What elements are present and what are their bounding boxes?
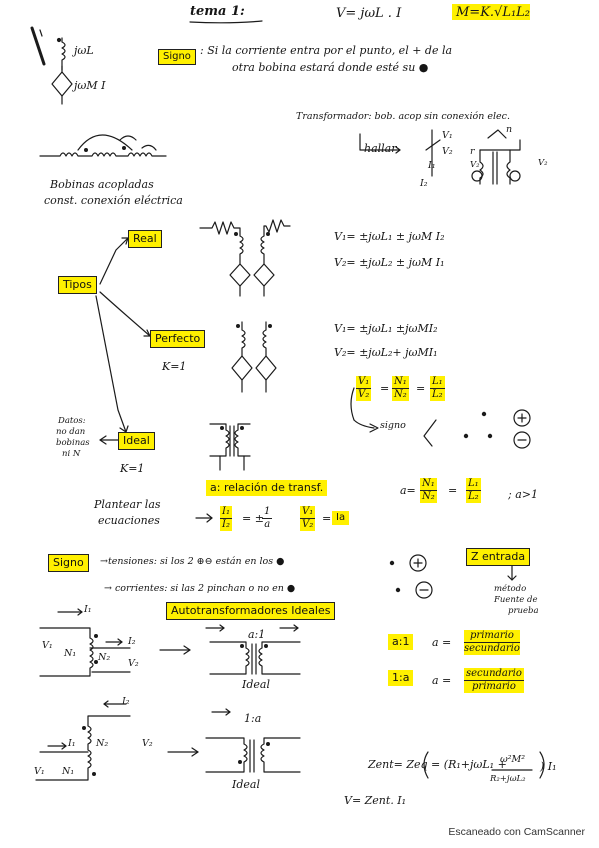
auto1-n2: N₂: [98, 652, 111, 663]
zent-i1: ) I₁: [540, 760, 557, 773]
auto-ideal2: Ideal: [232, 778, 260, 791]
v-eq: V= Zent. I₁: [344, 794, 407, 807]
plantear-line2: ecuaciones: [98, 514, 160, 527]
ideal-highlight: Ideal: [118, 432, 155, 450]
metodo-line1: método: [494, 584, 527, 594]
metodo-line2: Fuente de: [494, 595, 538, 605]
real-eq2: V₂= ±jωL₂ ± jωM I₁: [334, 256, 445, 269]
tr-v2b: V₂: [470, 160, 480, 170]
scanner-watermark: Escaneado con CamScanner: [448, 826, 585, 838]
zent-eq: Zent= Zeq = (R₁+jωL₁ +: [368, 758, 507, 771]
transformador-definition: Transformador: bob. acop sin conexión el…: [296, 111, 510, 122]
auto2-v1: V₁: [34, 766, 45, 777]
header-formula-m: M=K.√L₁L₂: [456, 5, 531, 20]
plantear-line1: Plantear las: [94, 498, 161, 511]
auto2-i2: I₂: [122, 696, 130, 707]
auto-highlight: Autotransformadores Ideales: [166, 602, 336, 620]
signo-highlight: Signo: [158, 49, 196, 65]
zent-m2: ω²M²: [500, 754, 526, 765]
signo-arrow-label: signo: [380, 420, 406, 431]
a1-eq: a =: [432, 636, 452, 649]
auto1-i2: I₂: [128, 636, 136, 647]
label-jwmi: jωM I: [74, 79, 106, 92]
datos-line3: bobinas: [56, 438, 90, 448]
datos-line1: Datos:: [58, 416, 86, 426]
ia-highlight: Ia: [332, 511, 350, 525]
datos-line4: ni N: [62, 449, 81, 459]
bobinas-line1: Bobinas acopladas: [50, 178, 154, 191]
tr-v2: V₂: [442, 146, 453, 157]
relacion-condition: ; a>1: [508, 488, 538, 501]
auto2-i1: I₁: [68, 738, 76, 749]
signo-rule-line1: : Si la corriente entra por el punto, el…: [200, 44, 453, 57]
auto2-n2: N₂: [96, 738, 109, 749]
auto-ratio: a:1: [248, 628, 266, 641]
header-formula-v: V= jωL . I: [336, 6, 402, 21]
tipos-highlight: Tipos: [58, 276, 97, 294]
perfecto-eq1: V₁= ±jωL₁ ±jωMI₂: [334, 322, 438, 335]
auto1-v2: V₂: [128, 658, 139, 669]
a2-eq: a =: [432, 674, 452, 687]
tr-i1: I₁: [428, 160, 436, 171]
perfecto-eq2: V₂= ±jωL₂+ jωMI₁: [334, 346, 438, 359]
auto2-v2: V₂: [142, 738, 153, 749]
metodo-line3: prueba: [508, 606, 539, 616]
page-title: tema 1:: [190, 4, 245, 19]
relacion-a-eq: a=: [400, 484, 416, 497]
signo2-corrientes: → corrientes: si las 2 pinchan o no en ●: [104, 583, 296, 594]
tr-v2c: V₂: [538, 158, 548, 168]
a1-label-highlight: a:1: [388, 634, 414, 650]
auto1-v1: V₁: [42, 640, 53, 651]
zent-den: R₂+jωL₂: [490, 774, 526, 784]
a2-label-highlight: 1:a: [388, 670, 414, 686]
ideal-k: K=1: [120, 462, 145, 475]
relacion-highlight: a: relación de transf.: [206, 480, 328, 496]
real-eq1: V₁= ±jωL₁ ± jωM I₂: [334, 230, 445, 243]
auto-ideal1: Ideal: [242, 678, 270, 691]
auto1-i1: I₁: [84, 604, 92, 615]
hallar-label: hallar: [364, 142, 397, 155]
label-jwl: jωL: [74, 44, 94, 57]
real-highlight: Real: [128, 230, 162, 248]
tr-n: n: [506, 124, 513, 135]
perfecto-highlight: Perfecto: [150, 330, 206, 348]
tr-v1: V₁: [442, 130, 453, 141]
auto1-n1: N₁: [64, 648, 77, 659]
auto-ratio2: 1:a: [244, 712, 262, 725]
entrada-highlight: Z entrada: [466, 548, 531, 566]
tr-r: r: [470, 146, 475, 157]
signo2-highlight: Signo: [48, 554, 89, 572]
perfecto-k: K=1: [162, 360, 187, 373]
auto2-n1: N₁: [62, 766, 75, 777]
tr-i2: I₂: [420, 178, 428, 189]
signo2-tensiones: →tensiones: si los 2 ⊕⊖ están en los ●: [100, 556, 285, 567]
signo-rule-line2: otra bobina estará donde esté su ●: [232, 61, 429, 74]
bobinas-line2: const. conexión eléctrica: [44, 194, 183, 207]
datos-line2: no dan: [56, 427, 86, 437]
